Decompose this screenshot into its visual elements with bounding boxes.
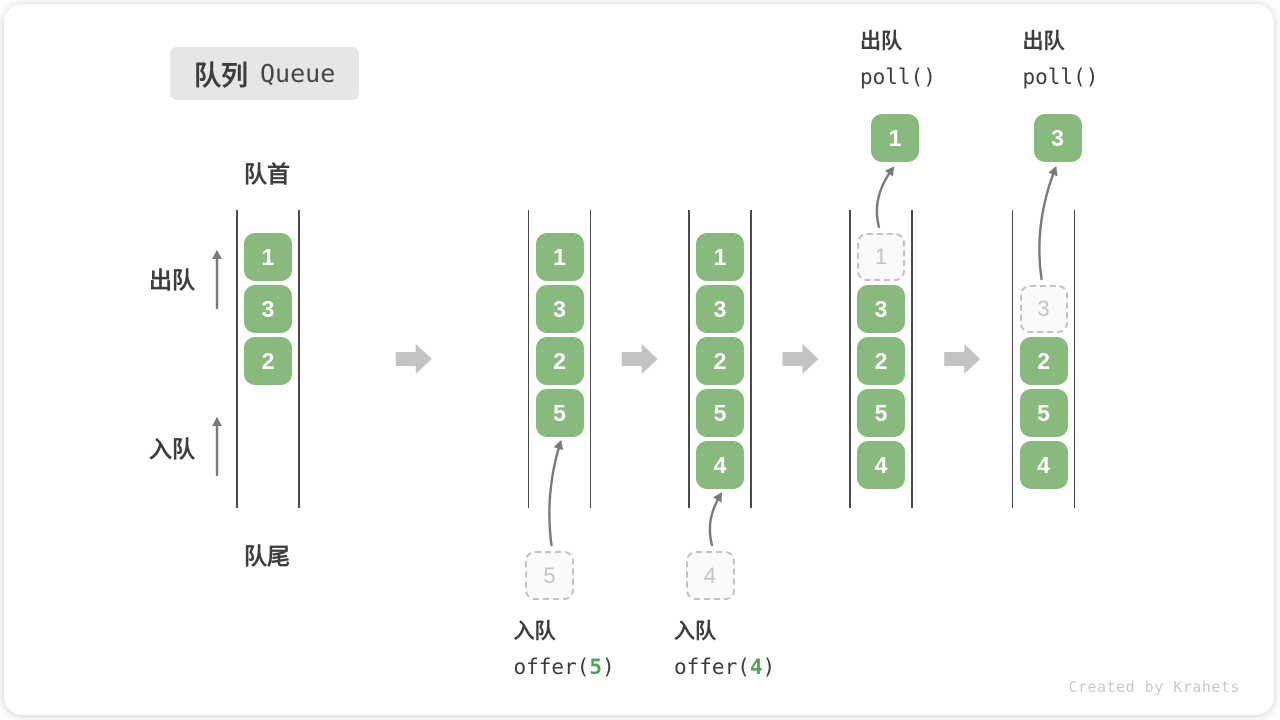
op-zh-label: 出队 xyxy=(1022,30,1065,53)
queue-item: 2 xyxy=(696,337,744,385)
queue-channel-line xyxy=(750,210,752,508)
queue-item-removed: 3 xyxy=(1019,285,1068,333)
queue-item: 3 xyxy=(857,285,905,333)
op-zh-label: 入队 xyxy=(674,620,716,643)
queue-item: 1 xyxy=(535,233,584,281)
staging-item-incoming: 5 xyxy=(525,551,574,600)
enqueue-operation-label: 入队 offer(5) xyxy=(514,617,615,682)
title-zh: 队列 xyxy=(194,61,248,91)
dequeue-operation-label: 出队 poll() xyxy=(860,27,936,92)
queue-item: 2 xyxy=(535,337,584,385)
queue-channel-line xyxy=(849,210,851,508)
dequeue-direction-label: 出队 xyxy=(149,267,195,293)
queue-item: 2 xyxy=(244,337,292,385)
dequeue-operation-label: 出队 poll() xyxy=(1023,27,1099,92)
figure-title-box: 队列 Queue xyxy=(170,47,360,100)
queue-item: 2 xyxy=(857,337,905,385)
queue-channel-line xyxy=(298,210,300,508)
queue-channel-line xyxy=(589,210,592,508)
op-code-arg: 4 xyxy=(749,655,763,679)
enqueue-operation-label: 入队 offer(4) xyxy=(674,617,775,682)
op-code-label: poll() xyxy=(1022,65,1099,89)
op-zh-label: 出队 xyxy=(860,30,902,53)
op-code-arg: 5 xyxy=(589,655,603,679)
op-code-label: offer(5) xyxy=(513,655,615,679)
op-code-label: poll() xyxy=(860,65,936,89)
queue-item-removed: 1 xyxy=(857,233,905,281)
queue-item: 2 xyxy=(1019,337,1068,385)
dequeued-item: 1 xyxy=(871,114,919,162)
queue-rear-label: 队尾 xyxy=(244,543,290,569)
title-en: Queue xyxy=(260,59,336,88)
queue-item: 5 xyxy=(535,389,584,437)
watermark: Created by Krahets xyxy=(1068,678,1240,696)
staging-item-incoming: 4 xyxy=(685,551,735,600)
queue-channel-line xyxy=(1073,210,1076,508)
queue-item: 3 xyxy=(244,285,292,333)
dequeued-item: 3 xyxy=(1033,114,1082,162)
queue-channel-line xyxy=(688,210,690,508)
figure-card xyxy=(4,4,1274,715)
queue-item: 3 xyxy=(535,285,584,333)
queue-channel-line xyxy=(527,210,530,508)
queue-item: 5 xyxy=(857,389,905,437)
queue-channel-line xyxy=(911,210,913,508)
queue-item: 4 xyxy=(857,441,905,489)
queue-item: 4 xyxy=(1019,441,1068,489)
queue-item: 4 xyxy=(696,441,744,489)
queue-item: 1 xyxy=(244,233,292,281)
op-zh-label: 入队 xyxy=(513,620,556,643)
queue-item: 5 xyxy=(1019,389,1068,437)
queue-channel-line xyxy=(236,210,238,508)
queue-front-label: 队首 xyxy=(244,161,290,187)
queue-channel-line xyxy=(1011,210,1014,508)
queue-item: 5 xyxy=(696,389,744,437)
queue-item: 1 xyxy=(696,233,744,281)
enqueue-direction-label: 入队 xyxy=(149,436,195,462)
op-code-label: offer(4) xyxy=(674,655,776,679)
queue-item: 3 xyxy=(696,285,744,333)
